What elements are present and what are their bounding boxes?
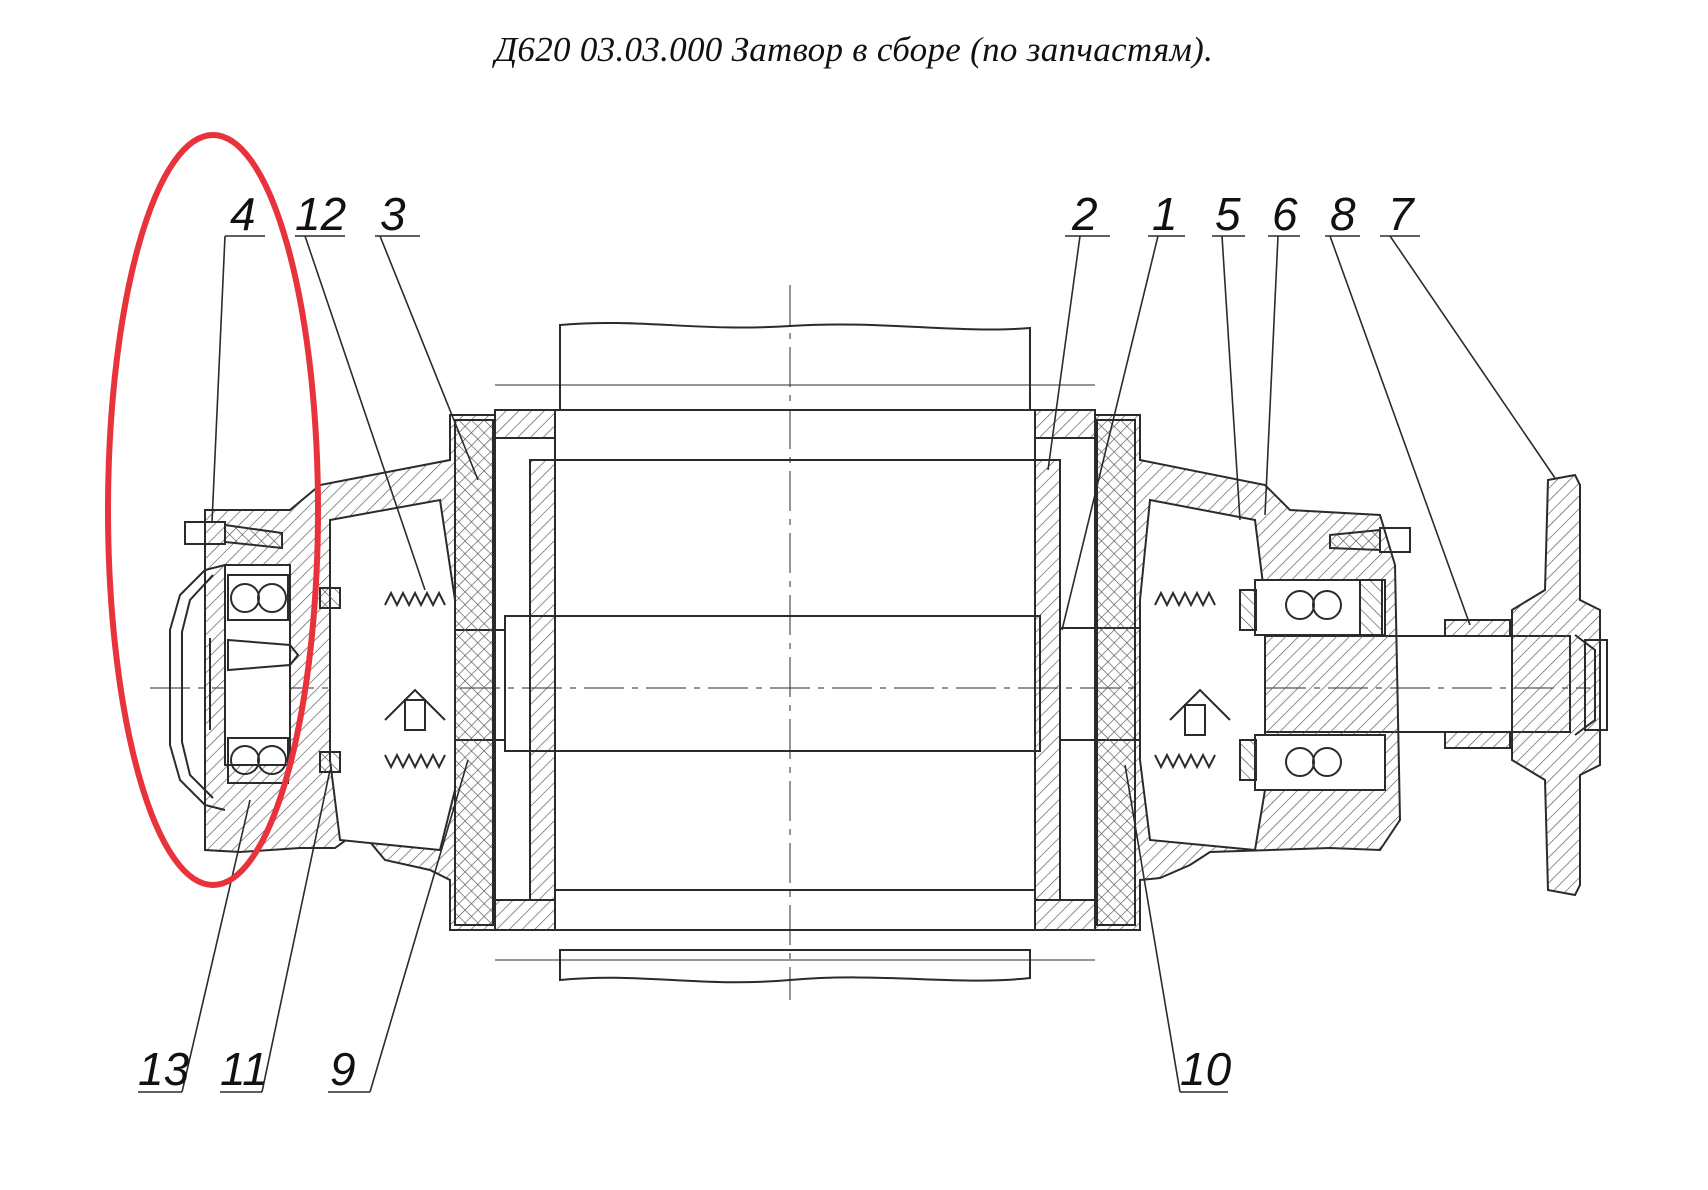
callout-labels: 4 12 3 2 1 5 6 8 7 13 11 9 10 bbox=[138, 188, 1415, 1095]
callout-7: 7 bbox=[1388, 188, 1415, 240]
callout-5: 5 bbox=[1215, 188, 1241, 240]
drawing-title: Д620 03.03.000 Затвор в сборе (по запчас… bbox=[494, 30, 1214, 69]
callout-6: 6 bbox=[1272, 188, 1298, 240]
left-housing bbox=[169, 414, 496, 931]
leader-lines bbox=[138, 235, 1556, 1093]
callout-10: 10 bbox=[1180, 1043, 1232, 1095]
highlight-ellipse bbox=[105, 132, 321, 888]
callout-4: 4 bbox=[230, 188, 256, 240]
callout-11: 11 bbox=[220, 1043, 268, 1095]
callout-9: 9 bbox=[330, 1043, 356, 1095]
callout-3: 3 bbox=[380, 188, 406, 240]
callout-8: 8 bbox=[1330, 188, 1356, 240]
sprocket bbox=[1511, 473, 1608, 897]
callout-1: 1 bbox=[1152, 188, 1178, 240]
right-housing bbox=[1094, 414, 1511, 931]
callout-13: 13 bbox=[138, 1043, 190, 1095]
callout-12: 12 bbox=[295, 188, 346, 240]
rotor-drum bbox=[494, 322, 1096, 984]
callout-2: 2 bbox=[1071, 188, 1098, 240]
